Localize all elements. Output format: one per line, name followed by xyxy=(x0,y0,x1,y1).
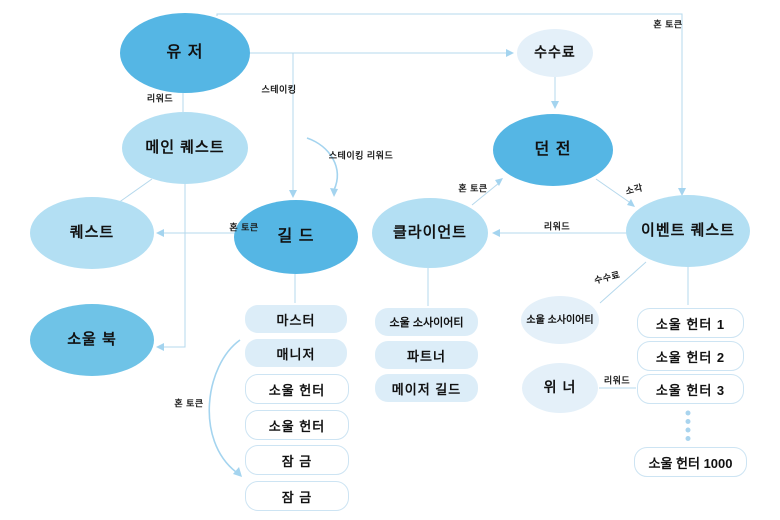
node-event-quest: 이벤트 퀘스트 xyxy=(626,195,750,267)
event-hunter-box: 소울 헌터 1 xyxy=(637,308,744,338)
guild-member-box: 잠 금 xyxy=(245,445,349,475)
node-main-quest: 메인 퀘스트 xyxy=(122,112,248,184)
guild-member-box: 소울 헌터 xyxy=(245,410,349,440)
edge-hontoken-curve xyxy=(208,339,241,473)
client-partner-box: 메이저 길드 xyxy=(375,374,478,402)
client-partner-box: 파트너 xyxy=(375,341,478,369)
edge-label-reward: 리워드 xyxy=(603,375,631,386)
node-guild: 길 드 xyxy=(234,200,358,274)
edge-label-reward: 리워드 xyxy=(543,221,571,232)
node-dungeon: 던 전 xyxy=(493,114,613,186)
event-hunter-box: 소울 헌터 3 xyxy=(637,374,744,404)
guild-member-box: 매니저 xyxy=(245,339,347,367)
edge-staking-reward-curve xyxy=(306,137,339,191)
node-quest: 퀘스트 xyxy=(30,197,154,269)
edge-label-reward: 리워드 xyxy=(146,93,174,104)
client-partner-box: 소울 소사이어티 xyxy=(375,308,478,336)
node-soul-book: 소울 북 xyxy=(30,304,154,376)
edge-eventquest-society xyxy=(599,261,647,304)
edge-label-hon-token: 혼 토큰 xyxy=(458,183,488,194)
arrowheads xyxy=(156,49,686,477)
node-fee: 수수료 xyxy=(517,29,593,77)
guild-member-box: 잠 금 xyxy=(245,481,349,511)
node-soul-society: 소울 소사이어티 xyxy=(521,296,599,344)
event-hunter-box: 소울 헌터 1000 xyxy=(634,447,747,477)
guild-member-box: 소울 헌터 xyxy=(245,374,349,404)
edge-dungeon-eventquest xyxy=(595,178,633,205)
node-user: 유 저 xyxy=(120,13,250,93)
edge-label-staking-reward: 스테이킹 리워드 xyxy=(328,150,394,161)
ellipsis-dots xyxy=(685,410,691,441)
edge-client-dungeon xyxy=(471,182,500,206)
edge-mainquest-soulbook xyxy=(160,184,186,348)
edge-label-hon-token: 혼 토큰 xyxy=(174,398,204,409)
edge-label-hon-token: 혼 토큰 xyxy=(229,222,259,233)
edge-label-staking: 스테이킹 xyxy=(261,84,297,95)
node-winner: 위 너 xyxy=(522,363,598,413)
edge-mainquest-quest xyxy=(117,178,153,204)
event-hunter-box: 소울 헌터 2 xyxy=(637,341,744,371)
node-client: 클라이언트 xyxy=(372,198,488,268)
guild-member-box: 마스터 xyxy=(245,305,347,333)
edge-user-eventquest xyxy=(216,13,683,190)
edge-label-hon-token: 혼 토큰 xyxy=(653,19,683,30)
